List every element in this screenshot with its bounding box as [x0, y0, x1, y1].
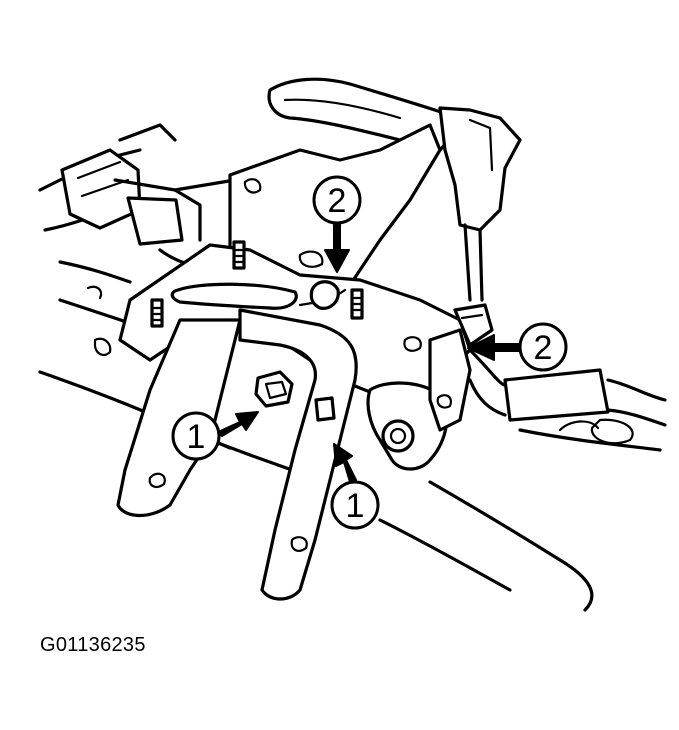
shift-cable-right: [468, 348, 667, 427]
callout-1-left-label: 1: [187, 418, 206, 456]
arrow-icon: [467, 334, 521, 361]
mounting-leg-right: [238, 308, 358, 601]
callout-2-top-label: 2: [328, 182, 347, 220]
callout-1-left: 1: [171, 411, 259, 461]
callout-2-right: 2: [467, 322, 568, 372]
mounting-studs: [150, 240, 364, 328]
callout-1-bottom-label: 1: [346, 487, 365, 525]
callout-2-top: 2: [312, 175, 362, 273]
arrow-icon: [217, 411, 259, 437]
cable-bracket-right: [366, 303, 494, 471]
callout-1-bottom: 1: [330, 443, 380, 530]
figure-id-label: G01136235: [40, 634, 146, 656]
arrow-icon: [333, 443, 357, 483]
arrow-icon: [324, 223, 350, 273]
callout-2-right-label: 2: [534, 329, 553, 367]
bolt-nut-left: [254, 370, 336, 422]
